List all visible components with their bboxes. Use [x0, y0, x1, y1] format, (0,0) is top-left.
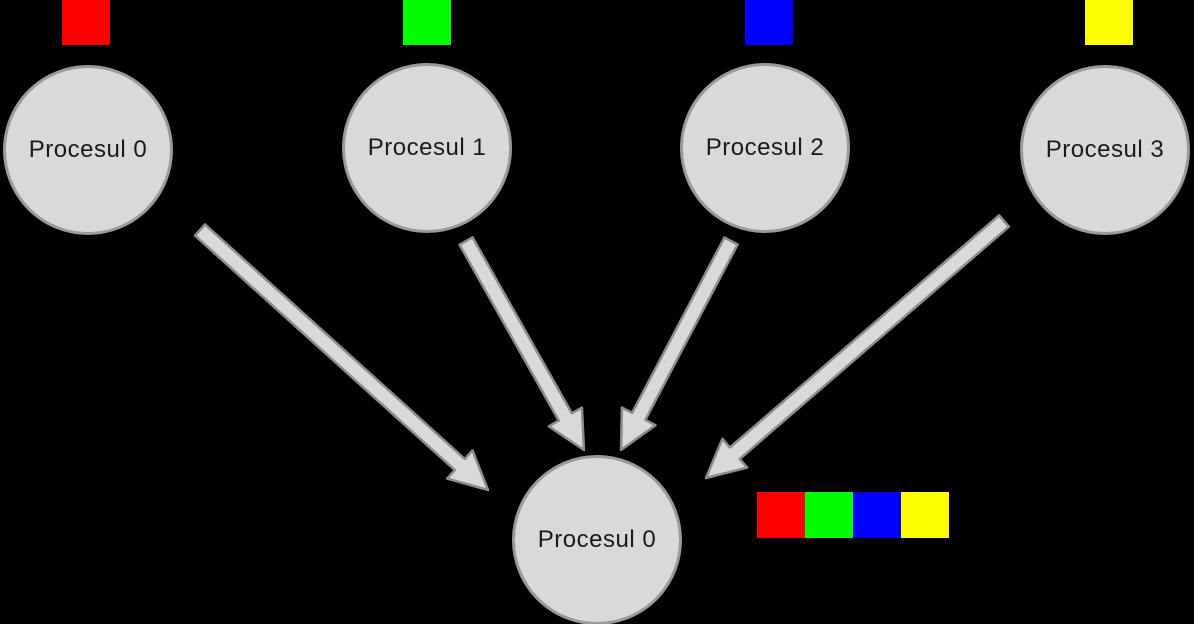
gather-buffer-cell-green [805, 492, 853, 538]
arrow-procesul-0-to-gather [193, 223, 490, 492]
arrow-procesul-3-to-gather [704, 214, 1011, 480]
gather-result-buffer [757, 492, 949, 538]
gather-buffer-cell-red [757, 492, 805, 538]
arrow-procesul-2-to-gather [619, 236, 739, 452]
sender-1-buffer-square-green [403, 0, 451, 45]
gather-buffer-cell-blue [853, 492, 901, 538]
arrow-procesul-1-to-gather [458, 236, 586, 452]
node-procesul-0-label: Procesul 0 [28, 136, 148, 163]
sender-2-buffer-square-blue [745, 0, 793, 45]
gather-buffer-cell-yellow [901, 492, 949, 538]
node-gather-procesul-0: Procesul 0 [512, 455, 682, 624]
node-procesul-1: Procesul 1 [342, 63, 512, 233]
node-procesul-1-label: Procesul 1 [367, 134, 487, 161]
sender-3-buffer-square-yellow [1085, 0, 1133, 45]
node-procesul-0: Procesul 0 [3, 65, 173, 235]
sender-0-buffer-square-red [62, 0, 110, 45]
node-gather-procesul-0-label: Procesul 0 [537, 526, 657, 553]
node-procesul-2: Procesul 2 [680, 63, 850, 233]
node-procesul-3-label: Procesul 3 [1045, 136, 1165, 163]
node-procesul-2-label: Procesul 2 [705, 134, 825, 161]
node-procesul-3: Procesul 3 [1020, 65, 1190, 235]
